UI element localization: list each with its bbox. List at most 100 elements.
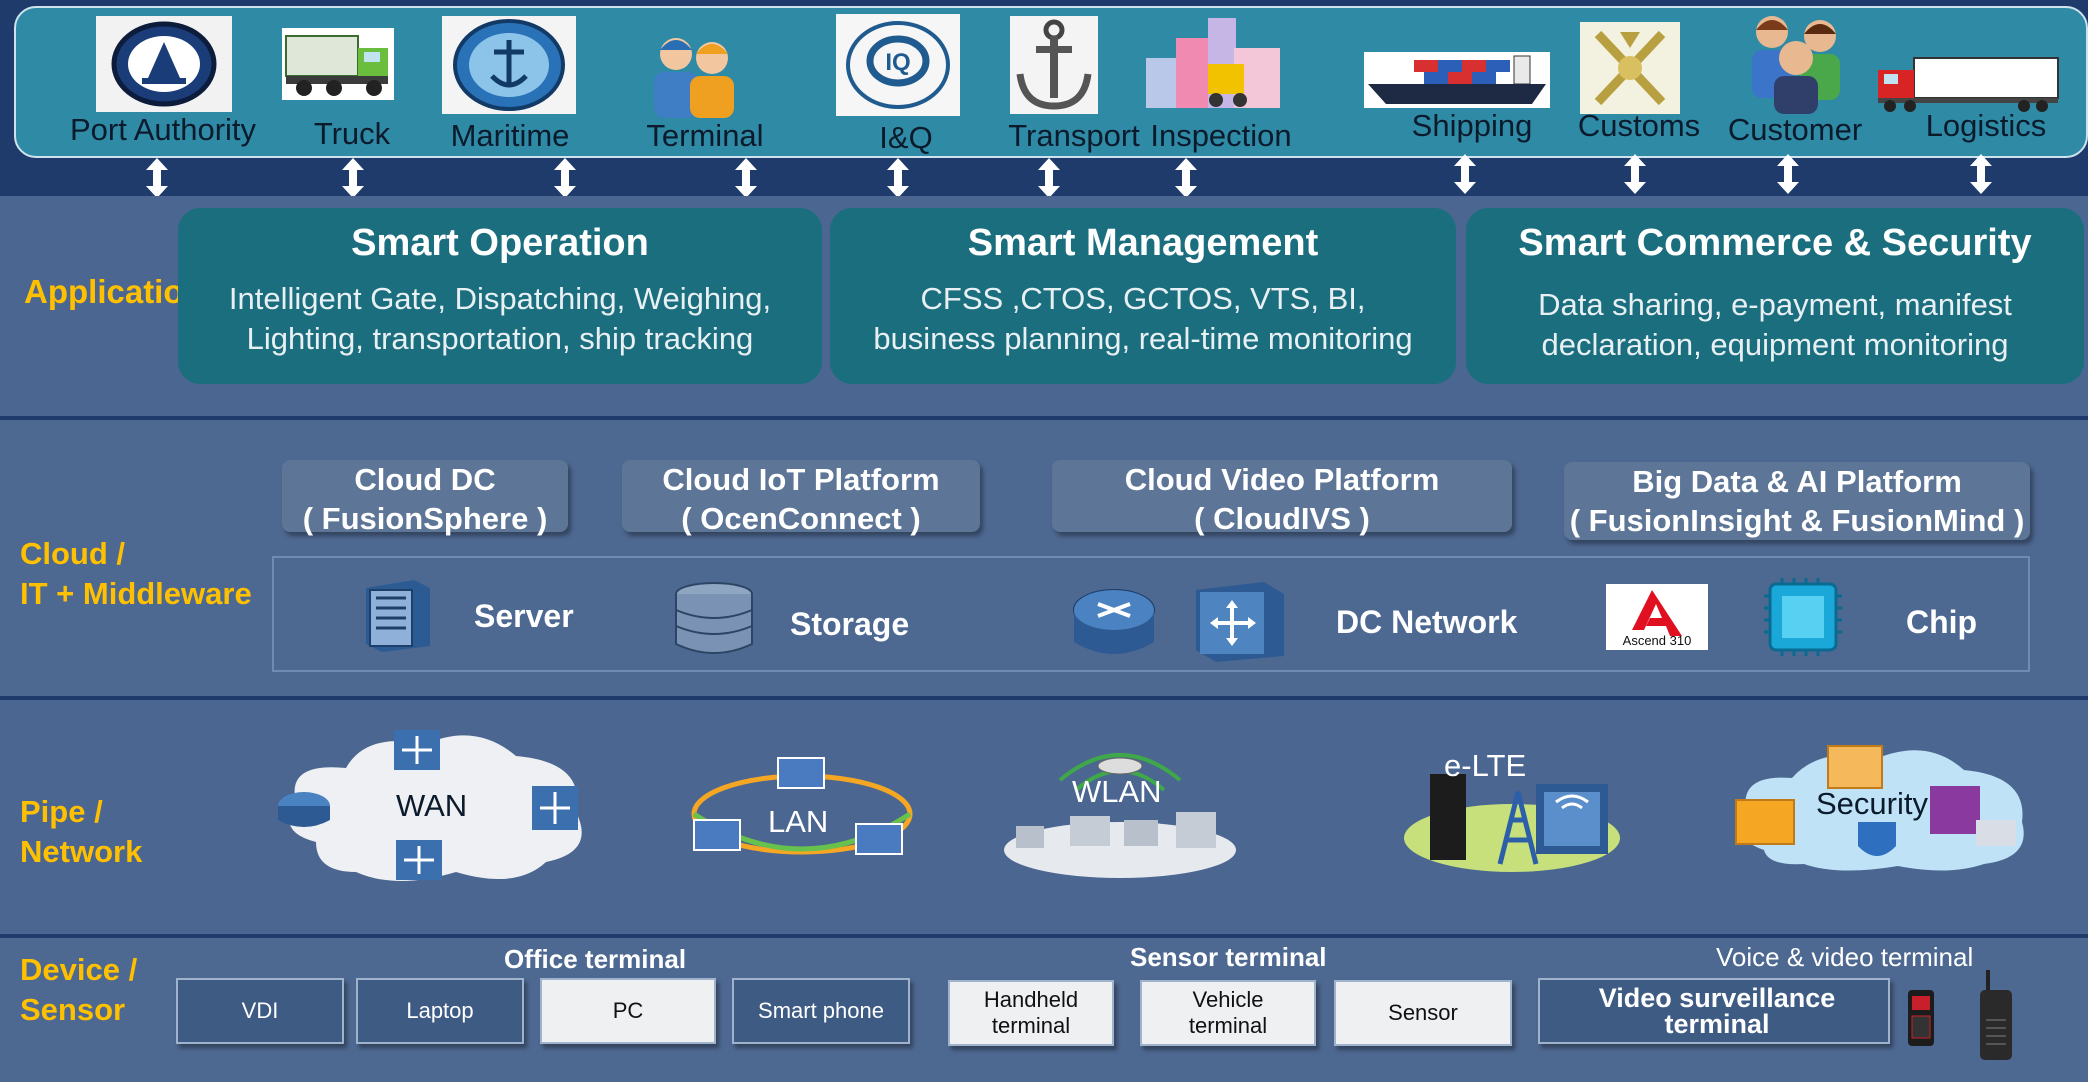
chip-label: Chip <box>1906 604 1978 640</box>
double-arrow-icon <box>1970 154 1992 194</box>
security-label: Security <box>1816 786 1928 821</box>
semi-truck-icon <box>1878 57 2059 112</box>
platform-subtitle: ( OcenConnect ) <box>681 501 921 536</box>
stakeholder-label-customs: Customs <box>1577 108 1701 143</box>
double-arrow-icon <box>554 158 576 198</box>
iq-logo-icon: IQ <box>836 14 960 116</box>
app-box-smart-operation: Smart Operation Intelligent Gate, Dispat… <box>178 208 822 384</box>
device-label-line: Handheld <box>983 987 1079 1012</box>
stakeholder-label-transport: Transport <box>1008 118 1140 153</box>
stakeholder-label-inspection: Inspection <box>1150 118 1292 153</box>
platform-cloud-iot: Cloud IoT Platform ( OcenConnect ) <box>622 460 980 536</box>
lan-ring-icon <box>691 757 913 855</box>
layer-title-pipe-line1: Pipe / <box>20 794 103 829</box>
stakeholder-label-terminal: Terminal <box>646 118 764 153</box>
security-cloud-icon <box>1735 745 2024 871</box>
device-pc: PC <box>540 978 716 1044</box>
stakeholder-label-customer: Customer <box>1727 112 1863 147</box>
platform-title: Cloud DC <box>354 462 496 497</box>
ascend-logo-icon <box>1632 590 1682 636</box>
device-video-surveillance: Video surveillance terminal <box>1538 978 1890 1044</box>
layer-title-pipe-line2: Network <box>20 834 143 869</box>
stakeholder-label-truck: Truck <box>313 116 391 151</box>
platform-subtitle: ( CloudIVS ) <box>1194 501 1370 536</box>
app-desc-line: CFSS ,CTOS, GCTOS, VTS, BI, <box>920 281 1366 316</box>
app-desc-line: declaration, equipment monitoring <box>1541 327 2009 362</box>
double-arrow-icon <box>1624 154 1646 194</box>
app-box-smart-commerce-security: Smart Commerce & Security Data sharing, … <box>1466 208 2084 384</box>
elte-label: e-LTE <box>1444 748 1527 783</box>
svg-text:IQ: IQ <box>885 49 910 76</box>
app-title: Smart Commerce & Security <box>1518 222 2032 264</box>
layer-title-pipe: Pipe / Network <box>20 792 142 872</box>
truck-icon <box>282 28 394 100</box>
router-icon <box>1073 589 1155 654</box>
device-smart-phone: Smart phone <box>732 978 910 1044</box>
double-arrow-icon <box>146 158 168 198</box>
stakeholder-label-port-authority: Port Authority <box>69 112 257 147</box>
double-arrow-icon <box>342 158 364 198</box>
voice-video-terminal-title: Voice & video terminal <box>1716 942 1974 972</box>
platform-title: Cloud IoT Platform <box>662 462 940 497</box>
app-title: Smart Management <box>967 222 1319 264</box>
device-sensor: Sensor <box>1334 980 1512 1046</box>
people-icon <box>1752 16 1840 114</box>
platform-subtitle: ( FusionSphere ) <box>302 501 548 536</box>
chip-icon <box>1764 578 1842 656</box>
app-desc-line: business planning, real-time monitoring <box>873 321 1413 356</box>
stakeholder-label-logistics: Logistics <box>1925 108 2047 143</box>
anchor-icon <box>1010 16 1098 114</box>
forklift-icon <box>1146 18 1280 108</box>
stakeholder-label-maritime: Maritime <box>450 118 570 153</box>
lan-label: LAN <box>768 804 829 839</box>
device-label-line: terminal <box>991 1013 1071 1038</box>
stakeholder-label-shipping: Shipping <box>1411 108 1533 143</box>
sensor-terminal-title: Sensor terminal <box>1130 942 1327 972</box>
app-desc-line: Intelligent Gate, Dispatching, Weighing, <box>228 281 772 316</box>
platform-title: Big Data & AI Platform <box>1632 464 1962 499</box>
layer-title-cloud: Cloud / IT + Middleware <box>20 534 252 614</box>
double-arrow-icon <box>735 158 757 198</box>
app-description: CFSS ,CTOS, GCTOS, VTS, BI, business pla… <box>830 279 1456 359</box>
wan-cloud-icon <box>278 730 582 881</box>
platform-subtitle: ( FusionInsight & FusionMind ) <box>1569 503 2025 538</box>
server-icon <box>366 580 430 652</box>
dc-network-label: DC Network <box>1336 604 1518 640</box>
double-arrow-icon <box>1454 154 1476 194</box>
infrastructure-frame <box>272 556 2030 672</box>
app-title: Smart Operation <box>351 222 649 264</box>
layer-title-device: Device / Sensor <box>20 950 137 1030</box>
wan-label: WAN <box>396 788 468 823</box>
customs-emblem-icon <box>1580 22 1680 114</box>
office-terminal-title: Office terminal <box>504 944 687 974</box>
double-arrow-icon <box>887 158 909 198</box>
double-arrow-icon <box>1777 154 1799 194</box>
platform-cloud-dc: Cloud DC ( FusionSphere ) <box>282 460 568 536</box>
platform-big-data-ai: Big Data & AI Platform ( FusionInsight &… <box>1564 462 2030 540</box>
app-description: Data sharing, e-payment, manifest declar… <box>1466 285 2084 365</box>
layer-title-device-line2: Sensor <box>20 992 126 1027</box>
double-arrow-icon <box>1175 158 1197 198</box>
layer-title-application: Application <box>24 273 204 310</box>
cargo-ship-icon <box>1364 52 1550 108</box>
device-label-line: terminal <box>1188 1013 1268 1038</box>
device-laptop: Laptop <box>356 978 524 1044</box>
walkie-talkie-icon <box>1980 970 2012 1060</box>
maritime-logo-icon <box>442 16 576 114</box>
platform-cloud-video: Cloud Video Platform ( CloudIVS ) <box>1052 460 1512 536</box>
dc-switch-icon <box>1196 582 1284 662</box>
platform-title: Cloud Video Platform <box>1124 462 1440 497</box>
app-desc-line: Lighting, transportation, ship tracking <box>246 321 754 356</box>
handheld-radio-icon <box>1908 990 1934 1046</box>
layer-title-cloud-line1: Cloud / <box>20 536 126 571</box>
device-vdi: VDI <box>176 978 344 1044</box>
device-label-line: Vehicle <box>1192 987 1264 1012</box>
wlan-campus-icon <box>1004 753 1236 878</box>
workers-icon <box>654 38 734 118</box>
stakeholder-label-iq: I&Q <box>879 120 933 155</box>
server-label: Server <box>474 598 574 634</box>
port-authority-logo-icon <box>96 16 232 112</box>
double-arrow-icon <box>1038 158 1060 198</box>
layer-title-cloud-line2: IT + Middleware <box>20 576 252 611</box>
